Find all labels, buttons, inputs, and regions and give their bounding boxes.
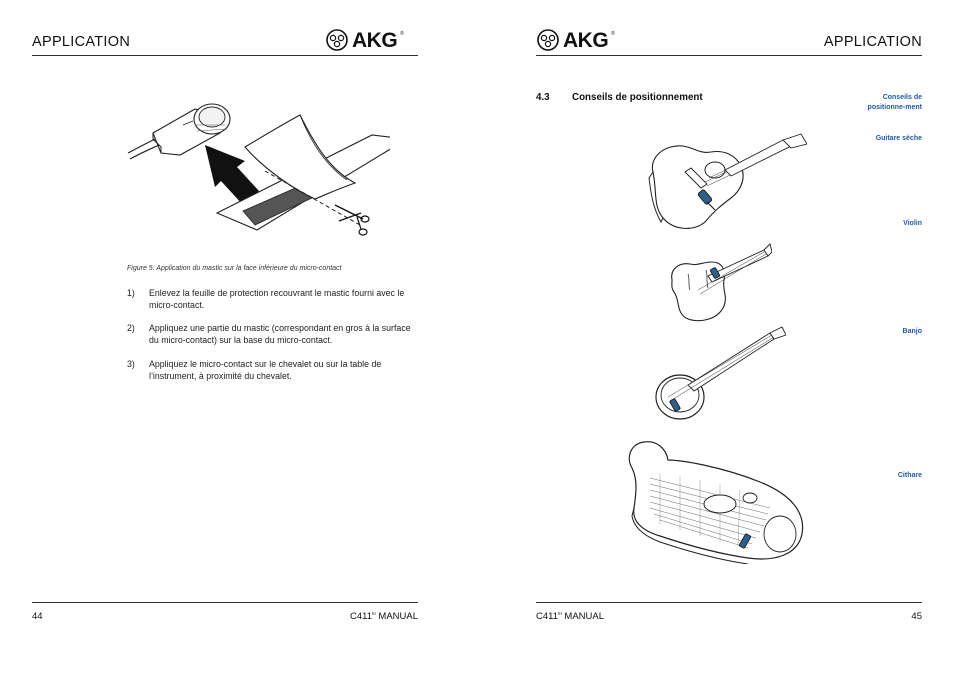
step-text: Appliquez une partie du mastic (correspo… xyxy=(149,323,411,346)
banjo-illustration xyxy=(655,326,786,420)
contact-mic-icon xyxy=(697,189,713,205)
acoustic-guitar-illustration xyxy=(648,133,807,229)
contact-mic-icon xyxy=(710,267,720,279)
scissors-icon xyxy=(334,204,370,236)
section-number: 4.3 xyxy=(536,92,550,103)
step-item: 2) Appliquez une partie du mastic (corre… xyxy=(127,322,417,348)
left-akg-logo: AKG ® xyxy=(325,29,404,51)
contact-mic-icon xyxy=(739,533,751,549)
figure-mastic-application xyxy=(127,103,390,236)
left-footer-rule xyxy=(32,602,418,603)
akg-emblem-icon xyxy=(326,29,348,51)
right-footer-rule xyxy=(536,602,922,603)
side-label-cithare: Cithare xyxy=(897,472,922,479)
step-number: 1) xyxy=(127,288,135,298)
left-page-number: 44 xyxy=(32,611,43,622)
side-label-guitare: Guitare sèche xyxy=(875,135,922,142)
left-footer-manual: C411III MANUAL xyxy=(349,611,418,623)
akg-logo-text: AKG xyxy=(352,28,398,52)
section-title: Conseils de positionnement xyxy=(572,92,703,103)
zither-illustration xyxy=(628,441,804,564)
step-item: 1) Enlevez la feuille de protection reco… xyxy=(127,287,417,313)
side-label-violin: Violin xyxy=(903,220,922,227)
side-label-conseils: Conseils de positionne-ment xyxy=(867,94,922,111)
figure-caption: Figure 5: Application du mastic sur la f… xyxy=(127,265,342,272)
right-page-number: 45 xyxy=(911,611,922,622)
right-footer-manual: C411III MANUAL xyxy=(536,611,605,623)
akg-emblem-icon xyxy=(537,29,559,51)
right-akg-logo: AKG ® xyxy=(536,29,615,51)
step-number: 3) xyxy=(127,359,135,369)
step-text: Enlevez la feuille de protection recouvr… xyxy=(149,288,405,311)
side-label-banjo: Banjo xyxy=(902,328,922,335)
left-header-rule xyxy=(32,55,418,56)
right-header-title: APPLICATION xyxy=(823,34,922,50)
right-header-rule xyxy=(536,55,922,56)
left-header-title: APPLICATION xyxy=(32,34,131,50)
violin-illustration xyxy=(671,243,772,322)
contact-mic-icon xyxy=(669,398,681,412)
step-text: Appliquez le micro-contact sur le cheval… xyxy=(149,359,382,382)
step-item: 3) Appliquez le micro-contact sur le che… xyxy=(127,358,417,384)
akg-logo-text: AKG xyxy=(563,28,609,52)
step-number: 2) xyxy=(127,323,135,333)
